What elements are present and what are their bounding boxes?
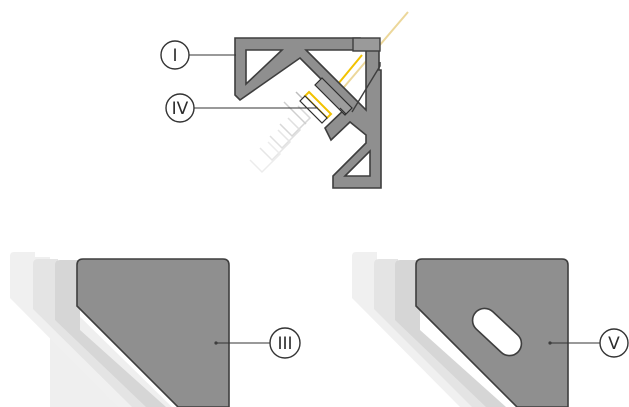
profile-end-cap [352, 37, 381, 52]
aluminium-profile [234, 37, 382, 189]
label-part-3-text: III [277, 334, 292, 354]
label-part-5: V [551, 328, 629, 358]
label-part-4-text: IV [172, 99, 189, 119]
slot-cap-anchor-dot [548, 341, 552, 345]
label-part-3: III [217, 327, 301, 359]
led-strip [299, 77, 353, 124]
diffuser-cover [351, 62, 381, 113]
end-cap-with-hole [352, 252, 569, 407]
corner-profile-assembly [234, 11, 409, 189]
light-ray-short [337, 54, 363, 85]
label-part-5-text: V [608, 334, 620, 354]
end-cap-closed [10, 252, 230, 407]
label-part-1: I [160, 40, 236, 70]
end-cap-anchor-dot [214, 341, 218, 345]
cable-slot [471, 307, 523, 357]
led-strip-ghosts [249, 91, 319, 174]
label-part-1-text: I [172, 46, 177, 66]
label-part-4: IV [165, 93, 318, 123]
end-cap-plate [76, 258, 230, 407]
